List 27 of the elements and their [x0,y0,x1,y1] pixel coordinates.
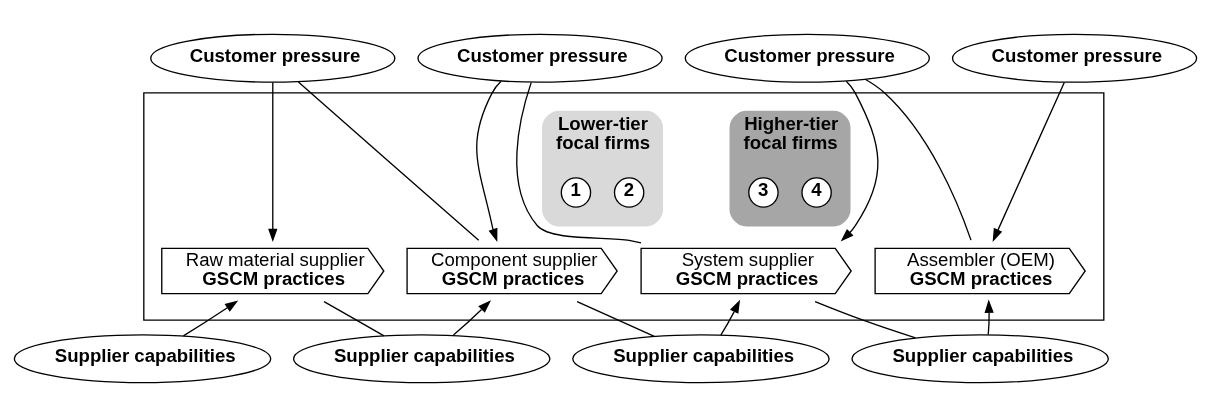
node-circle: 3 [748,176,779,208]
arrow [720,299,741,336]
node-ellipse: Customer pressure [150,33,396,83]
connector [576,300,655,337]
arrow [984,299,994,335]
arrow [476,80,502,242]
connector [297,80,480,241]
node-ellipse: Customer pressure [951,33,1198,83]
connector [516,81,642,244]
connector [323,300,385,337]
arrow [992,81,1065,242]
node-circle: 1 [560,176,592,208]
node-ellipse: Customer pressure [417,33,663,83]
node-circle: 4 [801,176,832,208]
arrow [182,300,239,337]
arrow [268,81,278,242]
connector [814,300,917,339]
node-ellipse: Supplier capabilities [851,333,1109,383]
connector [864,78,972,241]
node-ellipse: Supplier capabilities [292,333,551,383]
node-circle: 2 [613,176,645,208]
node-ellipse: Supplier capabilities [572,333,830,383]
arrow [840,80,879,241]
node-ellipse: Supplier capabilities [13,333,272,383]
node-ellipse: Customer pressure [684,33,930,83]
cluster [143,91,1105,321]
arrow [452,299,492,336]
